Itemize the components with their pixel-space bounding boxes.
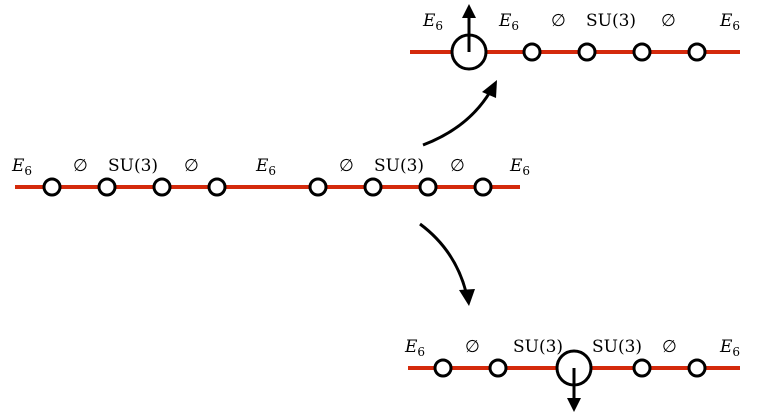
middle-node-4 [207, 177, 227, 197]
middle-label-e6-right: E6 [509, 156, 530, 178]
bottom-label-e6-left: E6 [404, 337, 425, 359]
middle-node-2 [97, 177, 117, 197]
bottom-node-1 [433, 358, 453, 378]
middle-node-1 [42, 177, 62, 197]
top-label-e6-right: E6 [719, 11, 740, 33]
bottom-down-arrow-head [567, 398, 581, 412]
middle-node-8 [473, 177, 493, 197]
middle-node-5 [308, 177, 328, 197]
middle-label-empty-4: ∅ [450, 156, 465, 176]
top-label-e6-mid: E6 [498, 11, 519, 33]
bottom-chain: E6 ∅ SU(3) SU(3) ∅ E6 [404, 337, 740, 412]
top-label-empty-2: ∅ [661, 11, 676, 31]
middle-chain: E6 ∅ SU(3) ∅ E6 ∅ SU(3) ∅ E6 [11, 156, 530, 197]
top-label-empty-1: ∅ [551, 11, 566, 31]
top-label-su3: SU(3) [586, 11, 636, 31]
middle-label-empty-3: ∅ [339, 156, 354, 176]
top-node-4 [687, 42, 707, 62]
bottom-label-su3-2: SU(3) [592, 337, 642, 357]
top-node-1 [522, 42, 542, 62]
bottom-node-3 [632, 358, 652, 378]
top-label-e6-left: E6 [422, 11, 443, 33]
middle-node-3 [152, 177, 172, 197]
middle-node-7 [418, 177, 438, 197]
middle-label-su3-2: SU(3) [374, 156, 424, 176]
arrow-to-bottom-head [459, 289, 475, 306]
transition-arrows [419, 80, 497, 306]
bottom-node-4 [687, 358, 707, 378]
top-node-3 [632, 42, 652, 62]
middle-label-e6-left: E6 [11, 156, 32, 178]
middle-label-e6-mid: E6 [255, 156, 276, 178]
bottom-node-2 [488, 358, 508, 378]
arrow-to-bottom [419, 222, 468, 293]
middle-label-empty-2: ∅ [184, 156, 199, 176]
bottom-label-empty-1: ∅ [465, 337, 480, 357]
top-chain: E6 E6 ∅ SU(3) ∅ E6 [410, 4, 740, 71]
arrow-to-top [422, 91, 492, 147]
arrow-to-top-head [482, 80, 497, 98]
middle-node-6 [363, 177, 383, 197]
middle-label-su3-1: SU(3) [108, 156, 158, 176]
bottom-label-empty-2: ∅ [662, 337, 677, 357]
bottom-label-e6-right: E6 [719, 337, 740, 359]
bottom-label-su3-1: SU(3) [513, 337, 563, 357]
top-up-arrow-head [462, 4, 476, 18]
top-node-2 [577, 42, 597, 62]
middle-label-empty-1: ∅ [73, 156, 88, 176]
